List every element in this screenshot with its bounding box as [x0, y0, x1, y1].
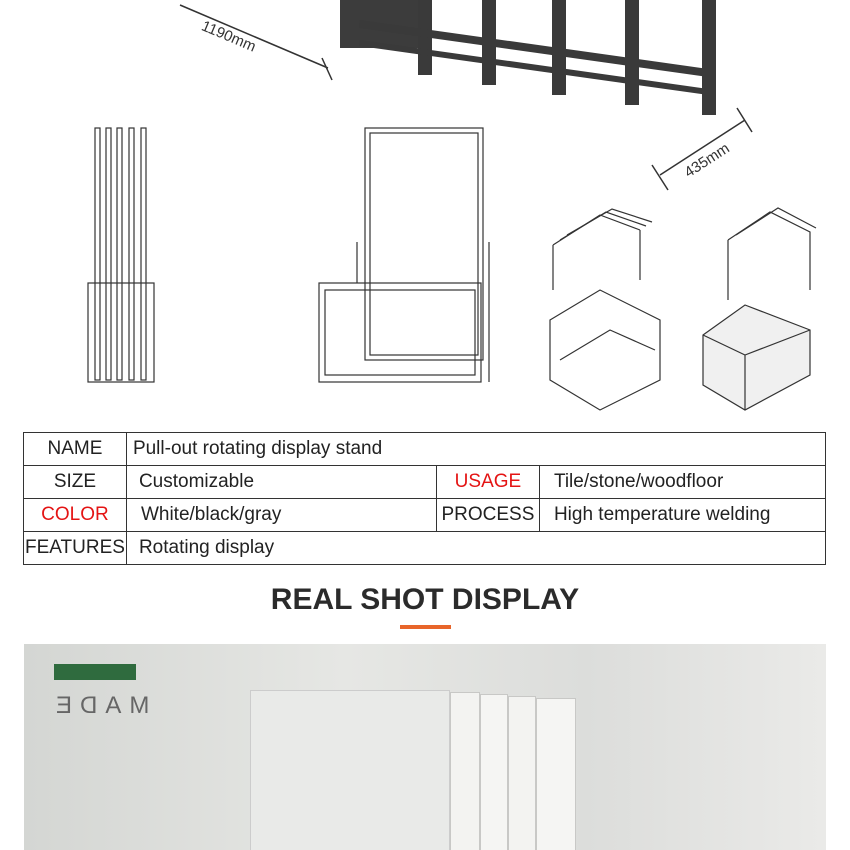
real-shot-photo: MADE [24, 644, 826, 850]
features-label: FEATURES [23, 531, 127, 565]
size-label: SIZE [23, 465, 127, 499]
features-value: Rotating display [125, 531, 827, 565]
color-label: COLOR [23, 498, 127, 532]
name-value: Pull-out rotating display stand [125, 432, 827, 466]
stand-render [87, 0, 817, 411]
table-row: NAME Pull-out rotating display stand [23, 432, 827, 466]
process-label: PROCESS [435, 498, 540, 532]
table-row: COLOR White/black/gray PROCESS High temp… [23, 498, 827, 532]
process-value: High temperature welding [538, 498, 827, 532]
spec-table: NAME Pull-out rotating display stand SIZ… [23, 432, 827, 565]
usage-value: Tile/stone/woodfloor [538, 465, 827, 499]
green-sign [54, 664, 136, 680]
wall-lettering: MADE [48, 692, 150, 719]
display-panel [250, 690, 450, 850]
table-row: FEATURES Rotating display [23, 531, 827, 565]
size-value: Customizable [125, 465, 437, 499]
usage-label: USAGE [435, 465, 540, 499]
name-label: NAME [23, 432, 127, 466]
heading-underline [400, 625, 451, 629]
color-value: White/black/gray [125, 498, 437, 532]
section-heading: REAL SHOT DISPLAY [270, 583, 580, 616]
table-row: SIZE Customizable USAGE Tile/stone/woodf… [23, 465, 827, 499]
